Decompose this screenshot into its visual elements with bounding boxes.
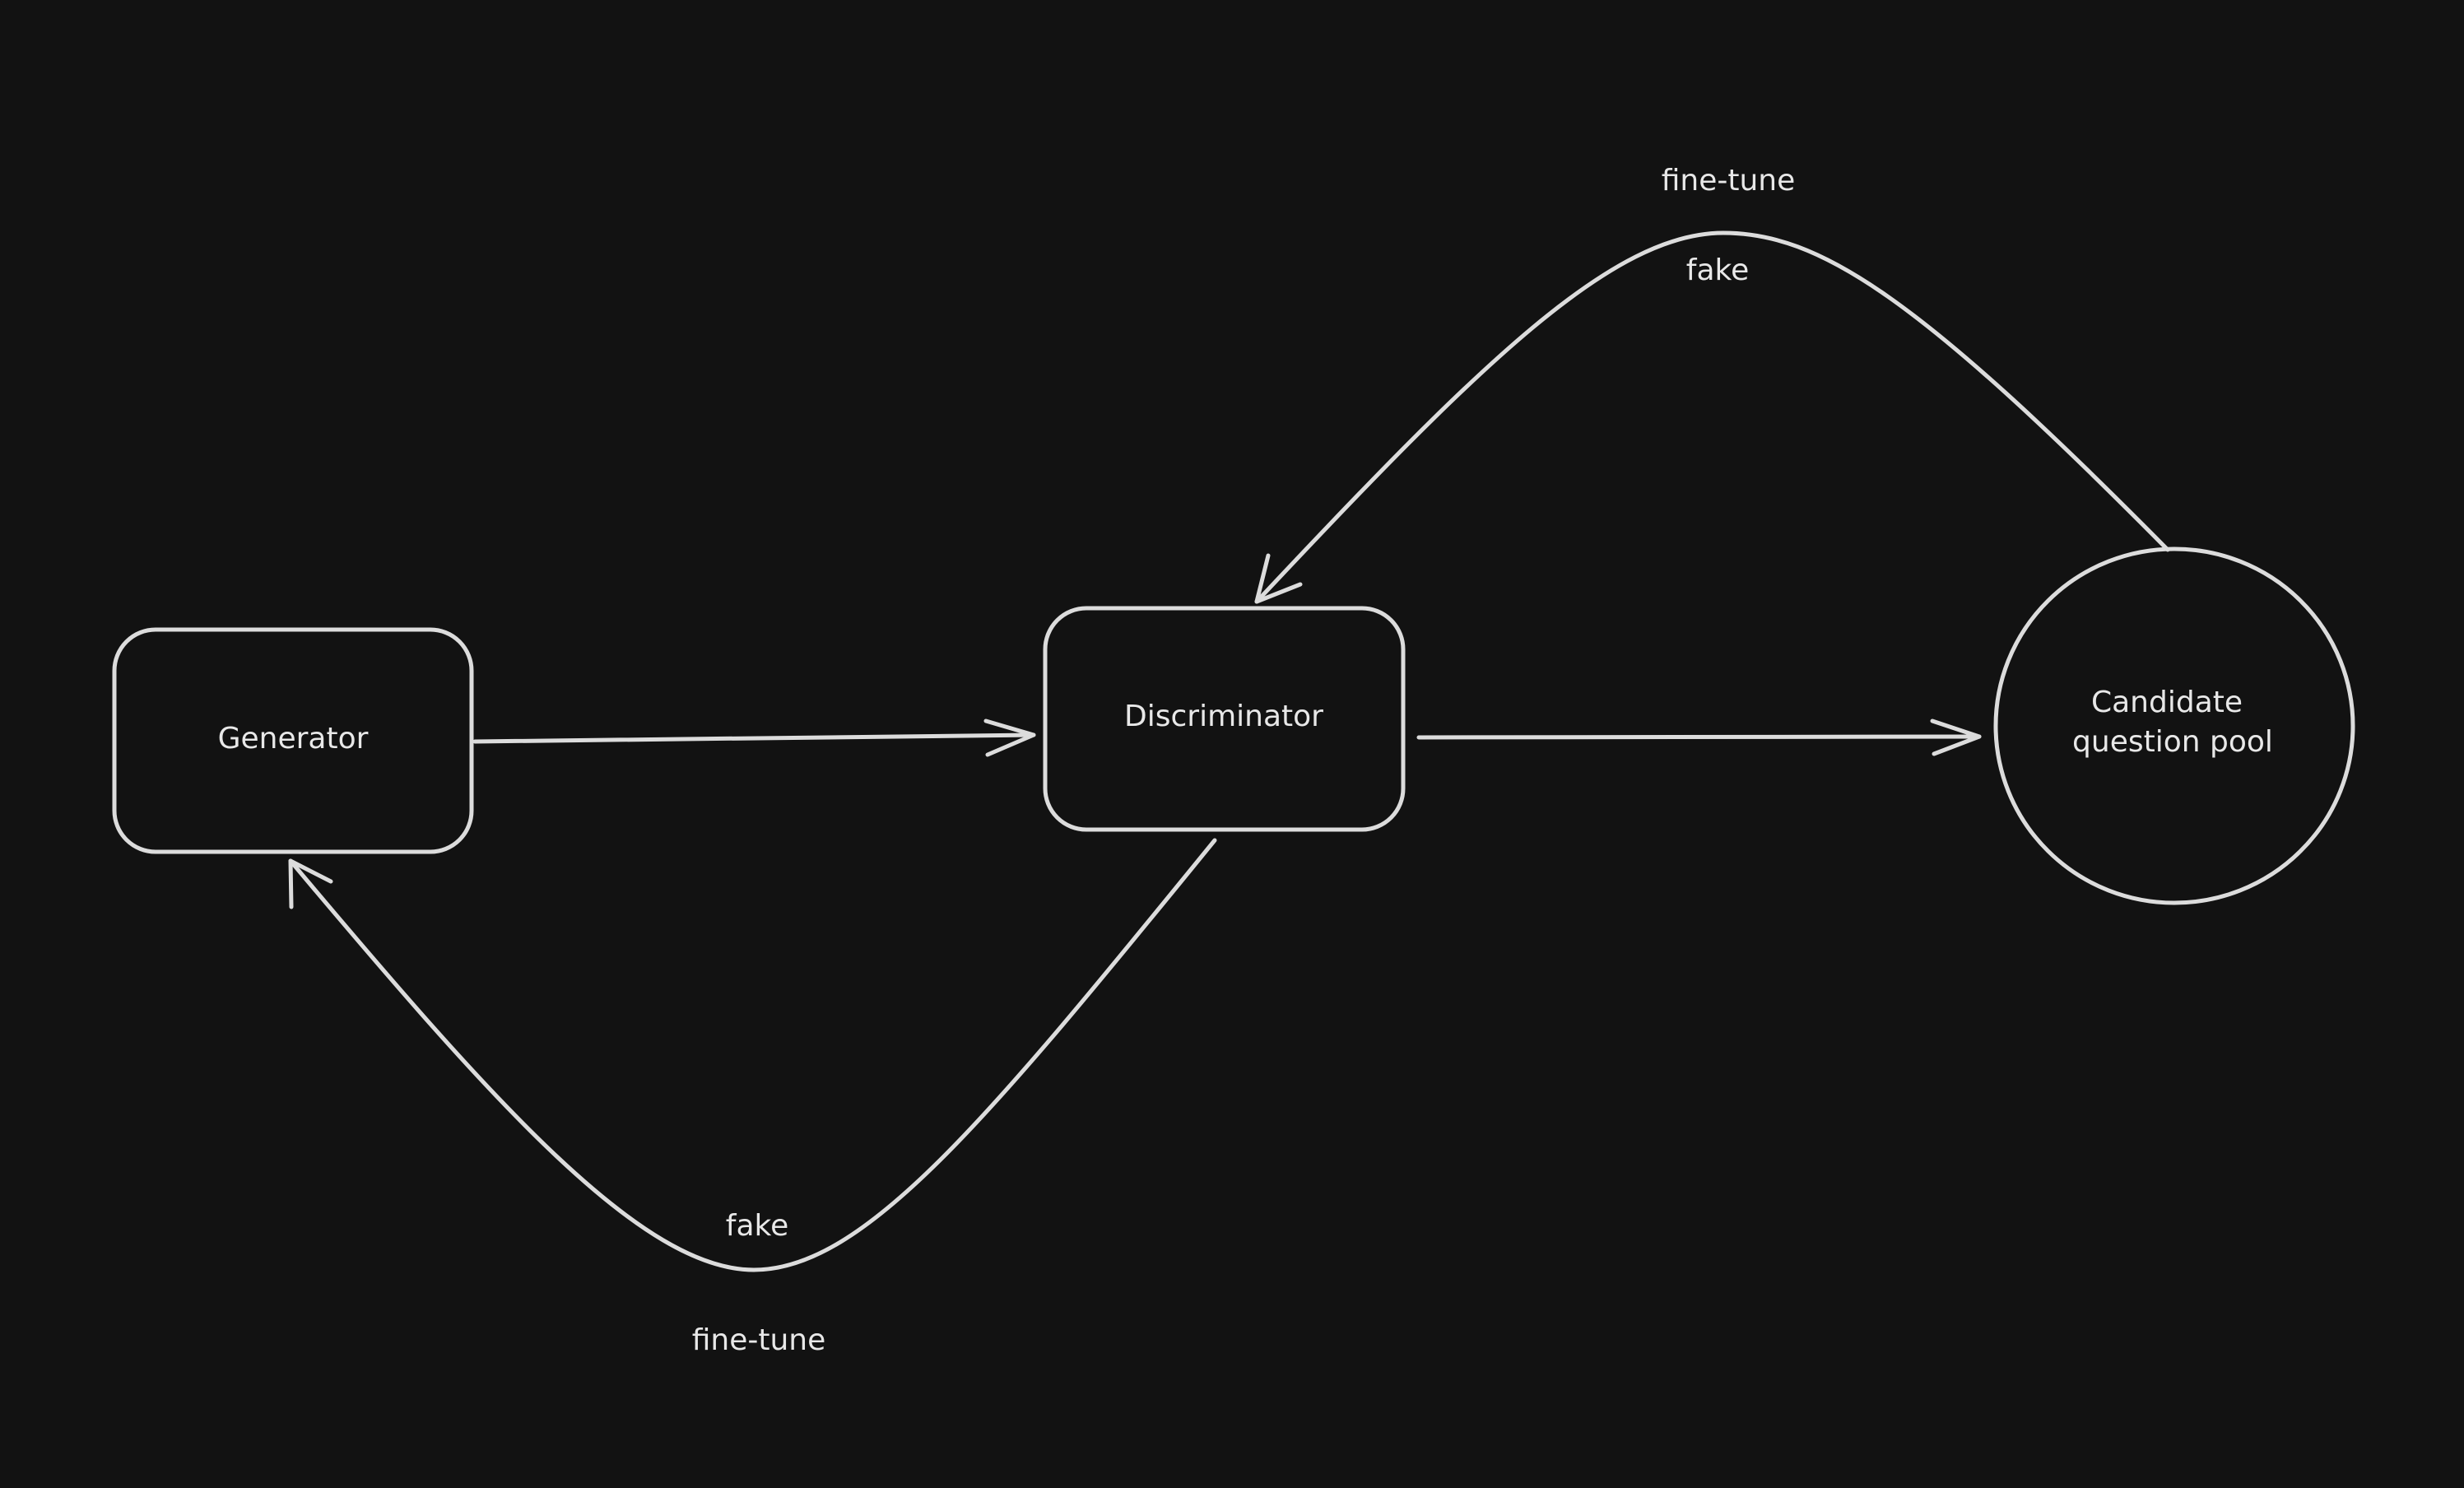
bottom-edge-label-fake: fake <box>726 1209 788 1243</box>
bottom-edge-label-fine-tune: fine-tune <box>692 1323 826 1357</box>
generator-label: Generator <box>218 722 369 756</box>
arrow-curve <box>288 838 1217 1272</box>
candidate-pool-circle <box>1993 546 2355 905</box>
generator-box <box>112 627 474 854</box>
discriminator-node[interactable]: Discriminator <box>1043 606 1406 832</box>
arrowhead-icon <box>983 718 1036 757</box>
arrow-discriminator-to-generator[interactable] <box>288 838 1217 1272</box>
candidate-pool-node[interactable]: Candidate question pool <box>1993 546 2355 905</box>
discriminator-box <box>1043 606 1406 832</box>
arrowhead-icon <box>1254 553 1303 604</box>
arrowhead-icon <box>1930 718 1982 756</box>
generator-node[interactable]: Generator <box>112 627 474 854</box>
candidate-pool-label-line1: Candidate <box>2091 686 2243 719</box>
arrowhead-icon <box>288 858 333 909</box>
arrow-generator-to-discriminator[interactable] <box>472 718 1036 757</box>
arrow-discriminator-to-pool[interactable] <box>1416 718 1982 756</box>
arrow-curve <box>1254 230 2170 604</box>
arrow-pool-to-discriminator[interactable] <box>1254 230 2170 604</box>
arrow-line <box>472 732 1036 744</box>
top-edge-label-fake: fake <box>1686 253 1749 287</box>
top-edge-label-fine-tune: fine-tune <box>1662 164 1796 198</box>
discriminator-label: Discriminator <box>1124 700 1323 733</box>
candidate-pool-label-line2: question pool <box>2072 725 2273 759</box>
